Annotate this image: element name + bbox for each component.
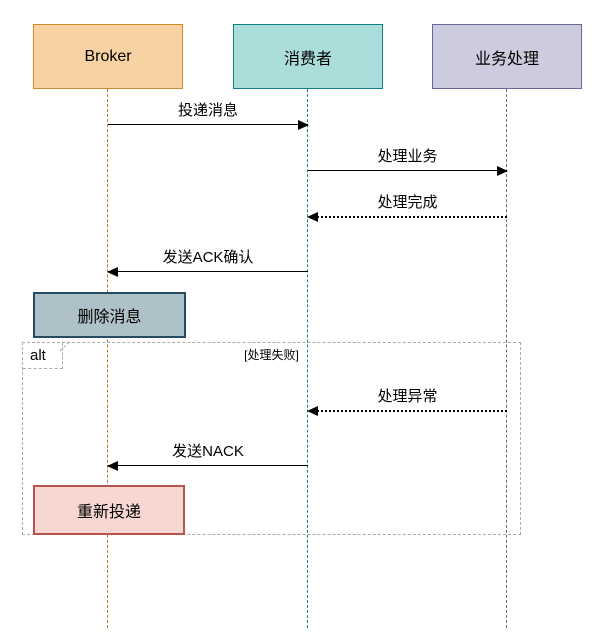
lifeline-broker: [107, 89, 108, 628]
participant-broker-label: Broker: [84, 47, 132, 65]
message-done-label: 处理完成: [377, 194, 438, 211]
message-line: [312, 216, 507, 218]
participant-consumer-label: 消费者: [283, 50, 332, 68]
action-redeliver: 重新投递: [33, 485, 185, 535]
lifeline-business: [506, 89, 507, 628]
alt-operator-label: alt: [23, 341, 70, 369]
arrowhead-left-icon: [107, 461, 118, 471]
arrowhead-left-icon: [307, 212, 318, 222]
participant-business-label: 业务处理: [474, 50, 539, 68]
action-delete-message: 删除消息: [33, 292, 186, 338]
alt-condition-label: [处理失败]: [244, 348, 299, 362]
alt-operator-text: alt: [30, 347, 46, 364]
participant-business: 业务处理: [432, 24, 582, 89]
message-line: [312, 410, 507, 412]
arrowhead-left-icon: [107, 267, 118, 277]
message-line: [308, 170, 507, 171]
arrowhead-right-icon: [298, 120, 309, 130]
message-exception-label: 处理异常: [377, 388, 438, 405]
message-line: [108, 124, 308, 125]
action-delete-message-label: 删除消息: [77, 309, 142, 326]
alt-fragment: alt [处理失败]: [22, 341, 521, 535]
arrowhead-left-icon: [307, 406, 318, 416]
arrowhead-right-icon: [497, 166, 508, 176]
lifeline-consumer: [307, 89, 308, 628]
message-process-label: 处理业务: [377, 148, 438, 165]
message-line: [108, 465, 308, 466]
message-line: [108, 271, 308, 272]
participant-broker: Broker: [33, 24, 183, 89]
action-redeliver-label: 重新投递: [76, 504, 141, 521]
message-nack-label: 发送NACK: [172, 443, 244, 460]
participant-consumer: 消费者: [233, 24, 383, 89]
message-deliver-label: 投递消息: [177, 102, 238, 119]
message-ack-label: 发送ACK确认: [162, 249, 254, 266]
